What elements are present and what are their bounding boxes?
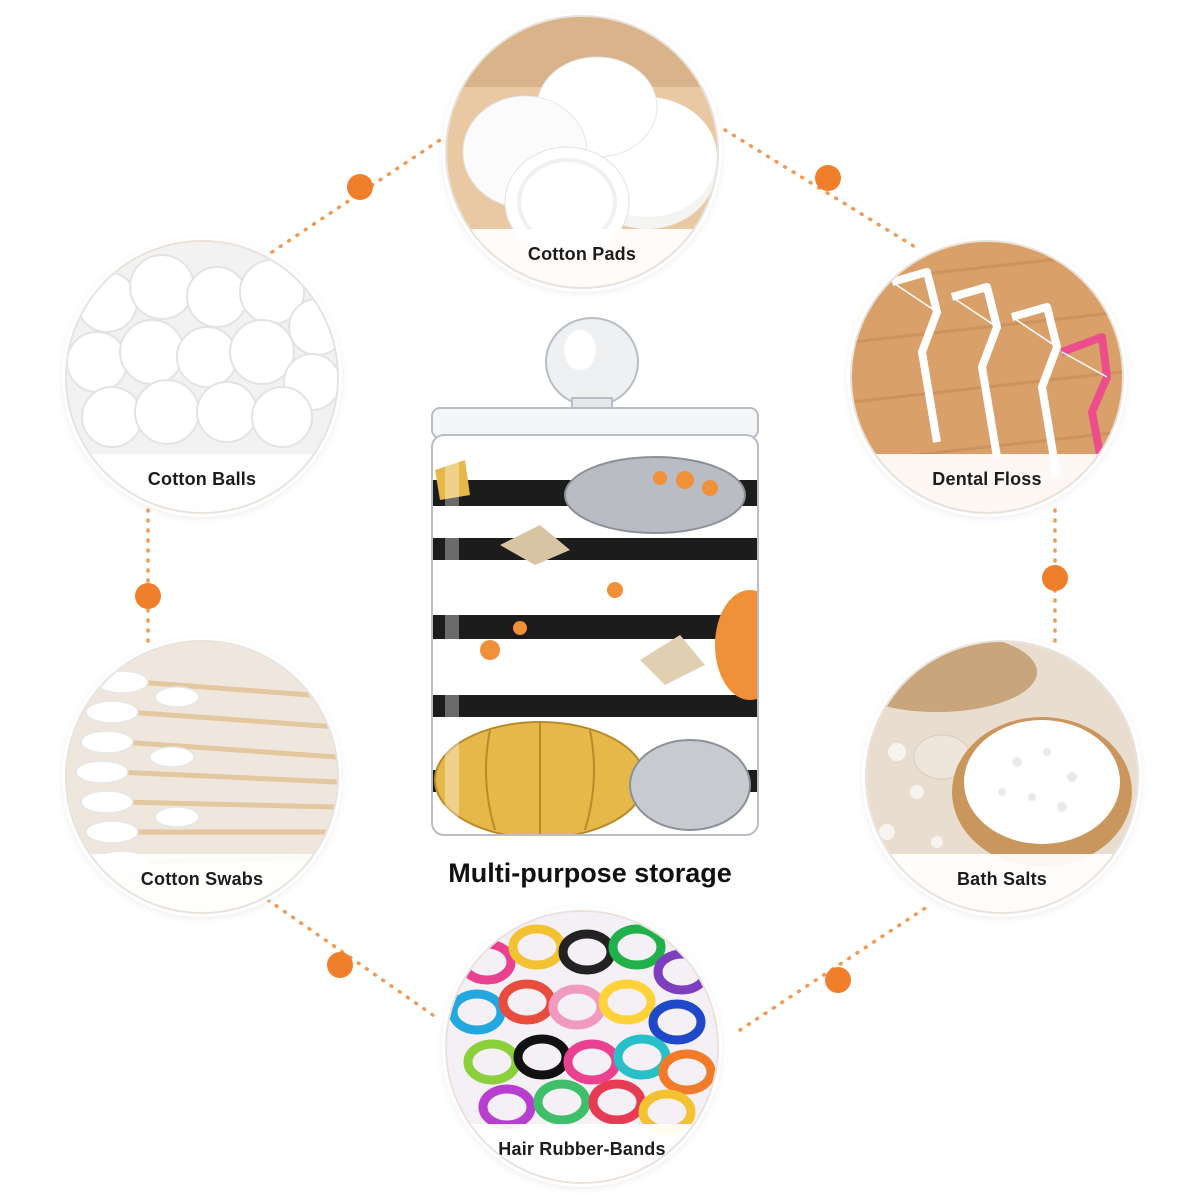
cotton-balls-item: Cotton Balls <box>65 240 339 514</box>
cotton-balls-label: Cotton Balls <box>67 454 337 512</box>
hair-bands-item: Hair Rubber-Bands <box>445 910 719 1184</box>
connector-dot <box>135 583 161 609</box>
hair-bands-label: Hair Rubber-Bands <box>447 1124 717 1182</box>
jar-pattern <box>432 435 758 835</box>
connector-dot <box>815 165 841 191</box>
connector-dot <box>1042 565 1068 591</box>
connector-dot <box>327 952 353 978</box>
cotton-pads-item: Cotton Pads <box>445 15 719 289</box>
center-caption: Multi-purpose storage <box>448 858 732 888</box>
connector-dot <box>825 967 851 993</box>
storage-jar-image <box>431 317 759 836</box>
bath-salts-item: Bath Salts <box>865 640 1139 914</box>
bath-salts-label: Bath Salts <box>867 854 1137 912</box>
cotton-pads-label: Cotton Pads <box>447 229 717 287</box>
cotton-swabs-label: Cotton Swabs <box>67 854 337 912</box>
connector-dot <box>347 174 373 200</box>
jar-lid <box>431 407 759 439</box>
dental-floss-label: Dental Floss <box>852 454 1122 512</box>
cotton-swabs-item: Cotton Swabs <box>65 640 339 914</box>
dental-floss-item: Dental Floss <box>850 240 1124 514</box>
